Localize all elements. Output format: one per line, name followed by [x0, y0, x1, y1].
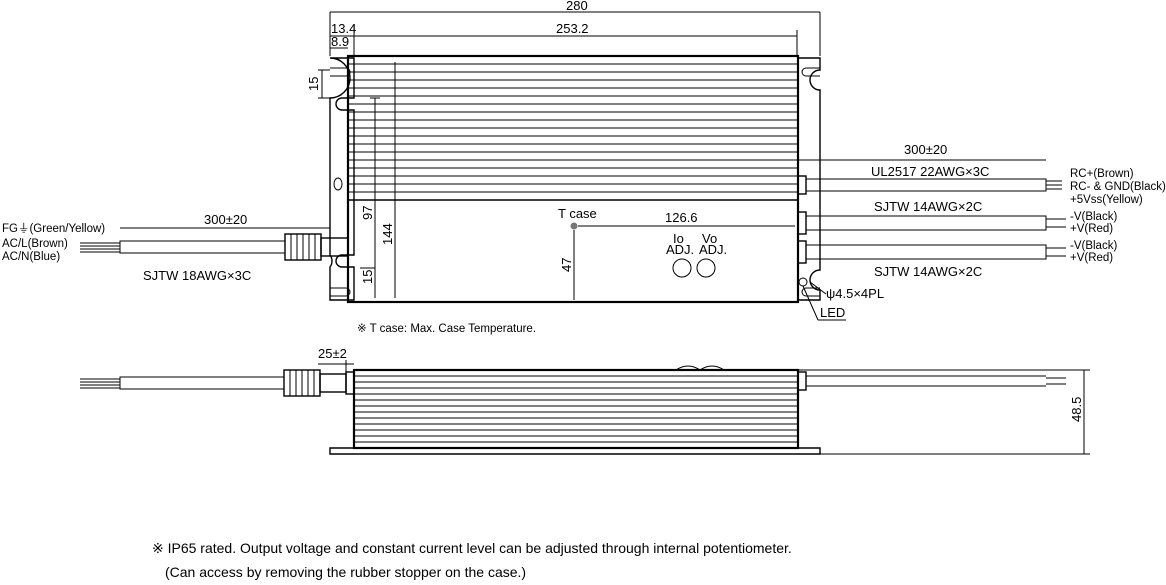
side-input-cable	[80, 369, 355, 397]
body-length-dim: 253.2	[556, 21, 589, 36]
tcase-height-dim: 47	[559, 258, 574, 272]
io-adj-label-bottom: ADJ.	[666, 242, 694, 257]
io-adj-potentiometer	[672, 258, 692, 278]
input-wire-acl: AC/L(Brown)	[2, 238, 68, 250]
mounting-plate-outline	[329, 57, 355, 301]
output2-cable-type: SJTW 14AWG×2C	[874, 264, 982, 279]
led-label: LED	[820, 305, 845, 320]
mount-slot-bottom-right	[801, 287, 820, 297]
input-wire-fg: FG⏚(Green/Yellow)	[2, 222, 105, 235]
ear-height-dim: 15	[306, 77, 321, 91]
output1-cable-type: SJTW 14AWG×2C	[874, 199, 982, 214]
tcase-offset-dim: 126.6	[665, 210, 698, 225]
heat-sink-fins	[348, 63, 798, 193]
mount-hole-label: ψ4.5×4PL	[826, 286, 884, 301]
body-thickness-dim: 48.5	[1069, 397, 1084, 422]
output1-cable	[797, 211, 1066, 235]
lower-height-dim: 97	[360, 206, 375, 220]
total-height-dim: 144	[380, 223, 395, 245]
input-cable	[80, 233, 349, 261]
mount-slot-bottom-left	[330, 287, 351, 297]
vo-adj-label-bottom: ADJ.	[699, 242, 727, 257]
io-adj-label-top: Io	[673, 231, 684, 246]
rc-wire-rcplus: RC+(Brown)	[1070, 168, 1134, 180]
ip65-note-line2: (Can access by removing the rubber stopp…	[165, 564, 526, 580]
input-cable-type: SJTW 18AWG×3C	[143, 268, 251, 283]
output-cable-length-dim: 300±20	[904, 142, 947, 157]
tcase-label: T case	[558, 206, 597, 221]
offset-outer-dim: 13.4	[331, 21, 356, 36]
rc-cable	[797, 175, 1062, 195]
rc-wire-5vss: +5Vss(Yellow)	[1070, 194, 1143, 206]
mounting-hole-left	[333, 177, 343, 191]
side-view: 25±2 48.5	[80, 346, 1090, 455]
output2-wire-positive: +V(Red)	[1070, 252, 1113, 264]
side-pot-bump	[675, 365, 725, 371]
offset-inner-dim: 8.9	[331, 34, 349, 49]
output1-wire-negative: -V(Black)	[1070, 211, 1117, 223]
rc-wire-rcminus: RC- & GND(Black)	[1070, 181, 1166, 193]
ip65-note-line1: ※ IP65 rated. Output voltage and constan…	[152, 540, 792, 556]
led-indicator	[798, 277, 808, 287]
tcase-point	[570, 222, 578, 230]
input-cable-length-dim: 300±20	[204, 212, 247, 227]
input-wire-acn: AC/N(Blue)	[2, 251, 60, 263]
bottom-ear-dim: 15	[360, 270, 375, 284]
grommet-length-dim: 25±2	[318, 346, 347, 361]
total-length-dim: 280	[566, 0, 588, 13]
tcase-note: ※ T case: Max. Case Temperature.	[357, 323, 536, 335]
top-view: T case 126.6 47 Io ADJ. Vo ADJ. 144 97 1…	[2, 0, 1166, 335]
output2-wire-negative: -V(Black)	[1070, 240, 1117, 252]
mount-slot-top-right	[801, 67, 820, 77]
side-output-cable	[797, 371, 1066, 391]
output2-cable	[797, 240, 1066, 264]
side-fins	[354, 375, 798, 443]
vo-adj-label-top: Vo	[702, 231, 717, 246]
rc-cable-type: UL2517 22AWG×3C	[871, 164, 989, 179]
output1-wire-positive: +V(Red)	[1070, 223, 1113, 235]
vo-adj-potentiometer	[696, 258, 716, 278]
